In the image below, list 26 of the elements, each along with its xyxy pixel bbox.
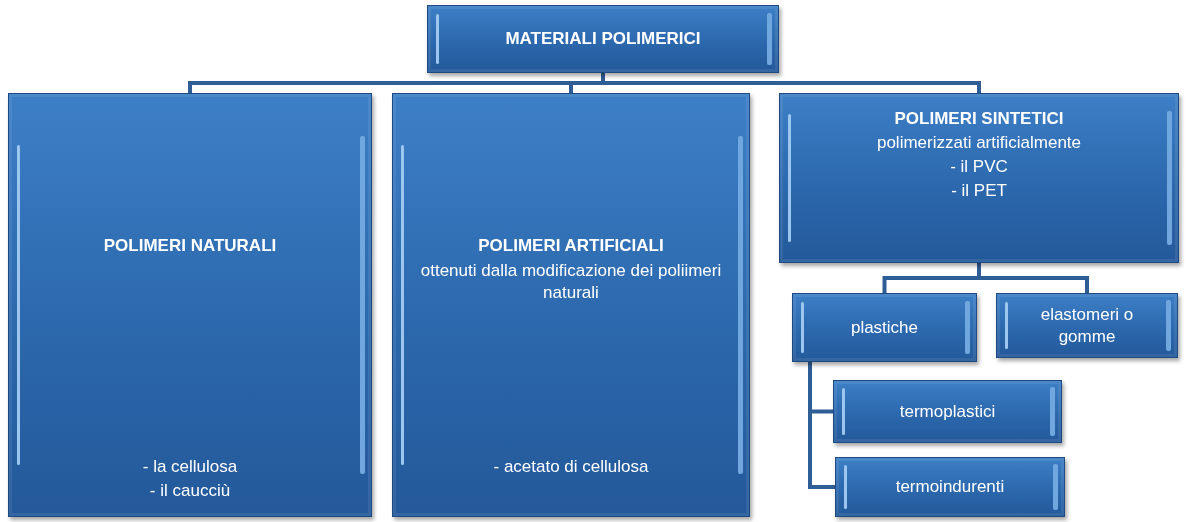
category-label: termoplastici (898, 400, 997, 423)
category-text: - il PET (950, 180, 1008, 202)
connector-line (977, 263, 1089, 293)
category-box (427, 5, 779, 73)
category-text: ottenuti dalla modificazione dei poliimeri naturali (419, 260, 723, 304)
category-box (8, 93, 372, 517)
category-label: elastomeri o gomme (1039, 303, 1135, 348)
category-text: - la cellulosa (141, 456, 239, 478)
category-heading: POLIMERI SINTETICI (893, 108, 1065, 130)
category-text: - il caucciù (148, 480, 232, 502)
connector-line (601, 73, 981, 93)
category-label: termoindurenti (894, 476, 1006, 498)
category-heading: POLIMERI NATURALI (102, 235, 278, 257)
category-box (833, 380, 1062, 443)
category-text: - il PVC (949, 156, 1009, 178)
category-box (779, 93, 1179, 263)
category-text: polimerizzati artificialmente (875, 132, 1083, 154)
category-box (835, 457, 1065, 517)
category-heading: POLIMERI ARTIFICIALI (477, 235, 665, 257)
category-label: plastiche (849, 316, 920, 339)
category-box (996, 293, 1178, 358)
category-text: - acetato di cellulosa (492, 456, 650, 478)
category-box (392, 93, 750, 517)
connector-line (808, 362, 835, 489)
category-label: MATERIALI POLIMERICI (504, 28, 702, 50)
category-box (792, 293, 977, 362)
